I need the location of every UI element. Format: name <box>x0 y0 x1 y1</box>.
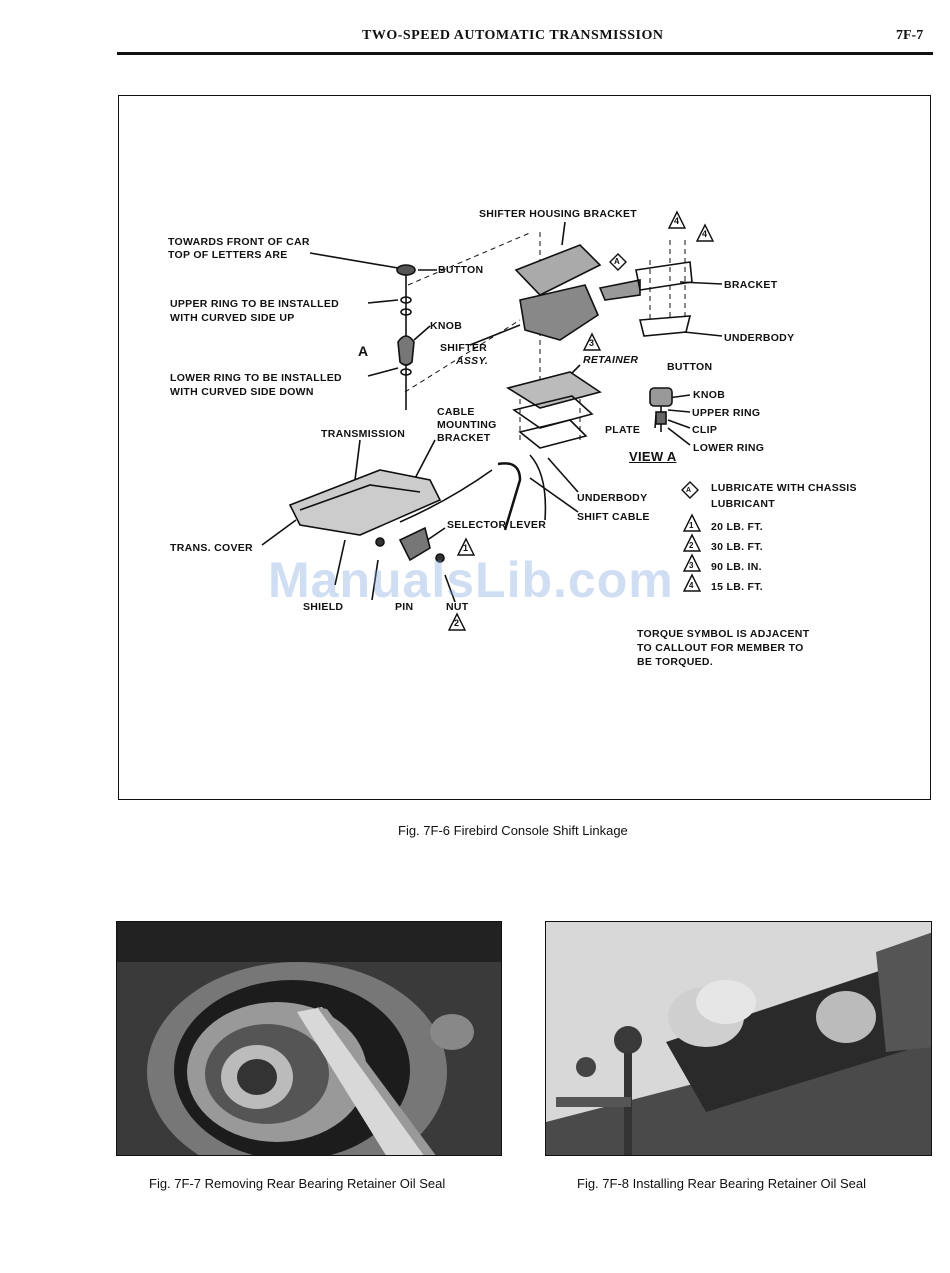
photo-removing-oil-seal-art <box>117 922 501 1155</box>
label-selector-lever: SELECTOR LEVER <box>447 519 547 531</box>
legend-value-4: 15 LB. FT. <box>711 581 764 593</box>
photo-installing-oil-seal <box>545 921 932 1156</box>
label-upper-ring-line2: WITH CURVED SIDE UP <box>170 312 295 324</box>
page-number: 7F-7 <box>896 28 924 43</box>
label-view-a-button: BUTTON <box>667 361 713 373</box>
label-cable: CABLE <box>437 406 475 418</box>
label-shield: SHIELD <box>303 601 344 613</box>
legend-num-4: 4 <box>689 581 694 590</box>
label-lower-ring-line1: LOWER RING TO BE INSTALLED <box>170 372 342 384</box>
label-view-a-lower-ring: LOWER RING <box>693 442 765 454</box>
torque-callout-2: 2 <box>454 618 460 628</box>
label-shifter-housing-bracket: SHIFTER HOUSING BRACKET <box>479 208 637 220</box>
label-nut: NUT <box>446 601 469 613</box>
label-view-a-knob: KNOB <box>693 389 726 401</box>
header-rule <box>117 52 933 55</box>
label-bracket: BRACKET <box>724 279 778 291</box>
label-lower-ring-line2: WITH CURVED SIDE DOWN <box>170 386 314 398</box>
watermark: ManualsLib.com <box>268 552 674 608</box>
torque-callout-4b: 4 <box>702 229 708 239</box>
photo-removing-oil-seal <box>116 921 502 1156</box>
page-header-title: TWO-SPEED AUTOMATIC TRANSMISSION <box>362 28 664 43</box>
label-underbody: UNDERBODY <box>724 332 795 344</box>
torque-note-line3: BE TORQUED. <box>637 656 714 668</box>
torque-callout-1: 1 <box>463 543 469 553</box>
label-bracket-2: BRACKET <box>437 432 491 444</box>
label-underbody-2: UNDERBODY <box>577 492 648 504</box>
legend-num-1: 1 <box>689 521 694 530</box>
torque-note-line2: TO CALLOUT FOR MEMBER TO <box>637 642 804 654</box>
label-view-a-clip: CLIP <box>692 424 718 436</box>
figure-frame <box>118 95 931 800</box>
legend-value-3: 90 LB. IN. <box>711 561 762 573</box>
label-towards-front-line1: TOWARDS FRONT OF CAR <box>168 236 310 248</box>
legend-lubricate-line1: LUBRICATE WITH CHASSIS <box>711 482 857 494</box>
legend-value-2: 30 LB. FT. <box>711 541 764 553</box>
legend-num-2: 2 <box>689 541 694 550</box>
lubricate-callout-symbol: A <box>614 257 621 266</box>
torque-callout-4: 4 <box>674 216 680 226</box>
legend-value-1: 20 LB. FT. <box>711 521 764 533</box>
label-assy: ASSY. <box>456 355 489 367</box>
label-mounting: MOUNTING <box>437 419 497 431</box>
label-shifter: SHIFTER <box>440 342 488 354</box>
label-retainer: RETAINER <box>583 354 639 366</box>
torque-note-line1: TORQUE SYMBOL IS ADJACENT <box>637 628 810 640</box>
label-knob: KNOB <box>430 320 463 332</box>
label-plate: PLATE <box>605 424 641 436</box>
legend-num-3: 3 <box>689 561 694 570</box>
label-pin: PIN <box>395 601 414 613</box>
photo-installing-oil-seal-art <box>546 922 931 1155</box>
label-shift-cable: SHIFT CABLE <box>577 511 650 523</box>
figure-caption-7f7: Fig. 7F-7 Removing Rear Bearing Retainer… <box>149 1176 446 1191</box>
label-towards-front-line2: TOP OF LETTERS ARE <box>168 249 288 261</box>
label-transmission: TRANSMISSION <box>321 428 406 440</box>
label-view-a: VIEW A <box>629 449 677 464</box>
label-view-a-upper-ring: UPPER RING <box>692 407 761 419</box>
legend-lubricate-line2: LUBRICANT <box>711 498 775 510</box>
legend-lubricate-symbol: A <box>686 487 692 494</box>
figure-caption-7f8: Fig. 7F-8 Installing Rear Bearing Retain… <box>577 1176 867 1191</box>
label-view-a-marker: A <box>358 343 369 359</box>
label-upper-ring-line1: UPPER RING TO BE INSTALLED <box>170 298 340 310</box>
torque-callout-3: 3 <box>589 338 595 348</box>
figure-caption-7f6: Fig. 7F-6 Firebird Console Shift Linkage <box>398 823 628 838</box>
label-button: BUTTON <box>438 264 484 276</box>
label-trans-cover: TRANS. COVER <box>170 542 253 554</box>
